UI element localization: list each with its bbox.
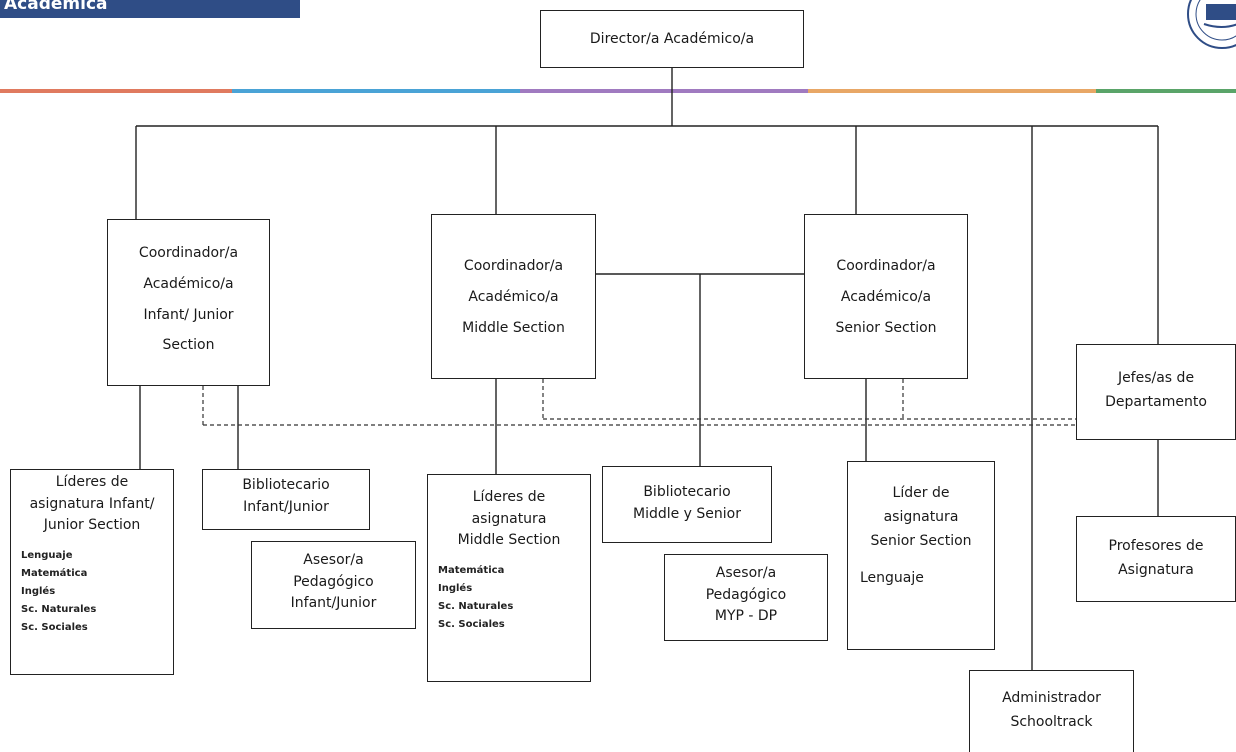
subject-item: Sc. Sociales [21, 622, 88, 634]
lideres-middle-box: Líderes de asignatura Middle Section Mat… [427, 474, 591, 682]
profesores-box: Profesores de Asignatura [1076, 516, 1236, 602]
biblio-infant-line: Infant/Junior [243, 498, 329, 515]
profesores-line: Profesores de [1108, 538, 1204, 554]
header-title: Académica [4, 0, 108, 14]
biblio-middle-line: Bibliotecario [643, 484, 731, 500]
lideres-infant-title: Junior Section [43, 517, 141, 534]
coord-senior-line: Senior Section [835, 319, 937, 336]
coord-middle-line: Coordinador/a [463, 258, 564, 274]
jefes-line: Departamento [1105, 393, 1207, 410]
biblio-infant-line: Bibliotecario [242, 477, 330, 493]
coord-infant-box: Coordinador/a Académico/a Infant/ Junior… [107, 219, 270, 386]
stripe-purple [520, 89, 808, 93]
lideres-middle-title: Middle Section [457, 532, 561, 549]
subject-item: Matemática [21, 568, 88, 580]
subject-item: Sc. Naturales [21, 604, 97, 616]
director-box: Director/a Académico/a [540, 10, 804, 68]
admin-line: Administrador [1002, 690, 1101, 706]
coord-infant-line: Infant/ Junior [143, 306, 234, 323]
lider-senior-box: Líder de asignatura Senior Section Lengu… [847, 461, 995, 650]
asesor-infant-line: Pedagógico [293, 573, 374, 590]
subject-item: Matemática [438, 565, 505, 577]
jefes-line: Jefes/as de [1117, 370, 1195, 386]
coord-senior-box: Coordinador/a Académico/a Senior Section [804, 214, 968, 379]
subject-item: Inglés [438, 583, 473, 595]
school-seal-logo [1187, 0, 1236, 49]
coord-senior-line: Académico/a [840, 288, 932, 305]
jefes-box: Jefes/as de Departamento [1076, 344, 1236, 440]
admin-line: Schooltrack [1010, 713, 1093, 730]
subject-list: Matemática Inglés Sc. Naturales Sc. Soci… [428, 562, 590, 634]
subject-item: Lenguaje [860, 570, 924, 587]
asesor-myp-box: Asesor/a Pedagógico MYP - DP [664, 554, 828, 641]
profesores-line: Asignatura [1118, 561, 1194, 578]
subject-item: Sc. Sociales [438, 619, 505, 631]
biblio-middle-box: Bibliotecario Middle y Senior [602, 466, 772, 543]
header-banner: Académica [0, 0, 300, 18]
stripe-blue [232, 89, 520, 93]
admin-box: Administrador Schooltrack [969, 670, 1134, 752]
lideres-middle-title: asignatura [471, 510, 547, 527]
coord-infant-line: Section [162, 337, 215, 354]
subject-item: Inglés [21, 586, 56, 598]
lider-senior-title: asignatura [883, 508, 959, 525]
subject-item: Lenguaje [21, 550, 73, 562]
subject-list: Lenguaje Matemática Inglés Sc. Naturales… [11, 547, 173, 637]
asesor-myp-line: Pedagógico [705, 586, 787, 603]
stripe-green [1096, 89, 1236, 93]
lideres-middle-title: Líderes de [472, 489, 546, 505]
coord-middle-box: Coordinador/a Académico/a Middle Section [431, 214, 596, 379]
lideres-infant-box: Líderes de asignatura Infant/ Junior Sec… [10, 469, 174, 675]
asesor-infant-line: Infant/Junior [290, 595, 377, 612]
lideres-infant-title: asignatura Infant/ [29, 495, 155, 512]
coord-infant-line: Académico/a [143, 275, 234, 292]
coord-infant-line: Coordinador/a [138, 245, 239, 261]
lider-senior-title: Senior Section [870, 532, 972, 549]
coord-senior-line: Coordinador/a [836, 258, 936, 274]
lider-senior-title: Líder de [892, 485, 950, 501]
director-label: Director/a Académico/a [589, 31, 755, 47]
asesor-myp-line: Asesor/a [715, 565, 777, 581]
asesor-myp-line: MYP - DP [714, 608, 778, 625]
stripe-orange [0, 89, 232, 93]
asesor-infant-box: Asesor/a Pedagógico Infant/Junior [251, 541, 416, 629]
coord-middle-line: Académico/a [468, 288, 559, 305]
coord-middle-line: Middle Section [462, 319, 565, 336]
asesor-infant-line: Asesor/a [303, 552, 364, 568]
biblio-infant-box: Bibliotecario Infant/Junior [202, 469, 370, 530]
subject-item: Sc. Naturales [438, 601, 514, 613]
biblio-middle-line: Middle y Senior [632, 506, 741, 523]
lideres-infant-title: Líderes de [55, 474, 129, 490]
stripe-amber [808, 89, 1096, 93]
